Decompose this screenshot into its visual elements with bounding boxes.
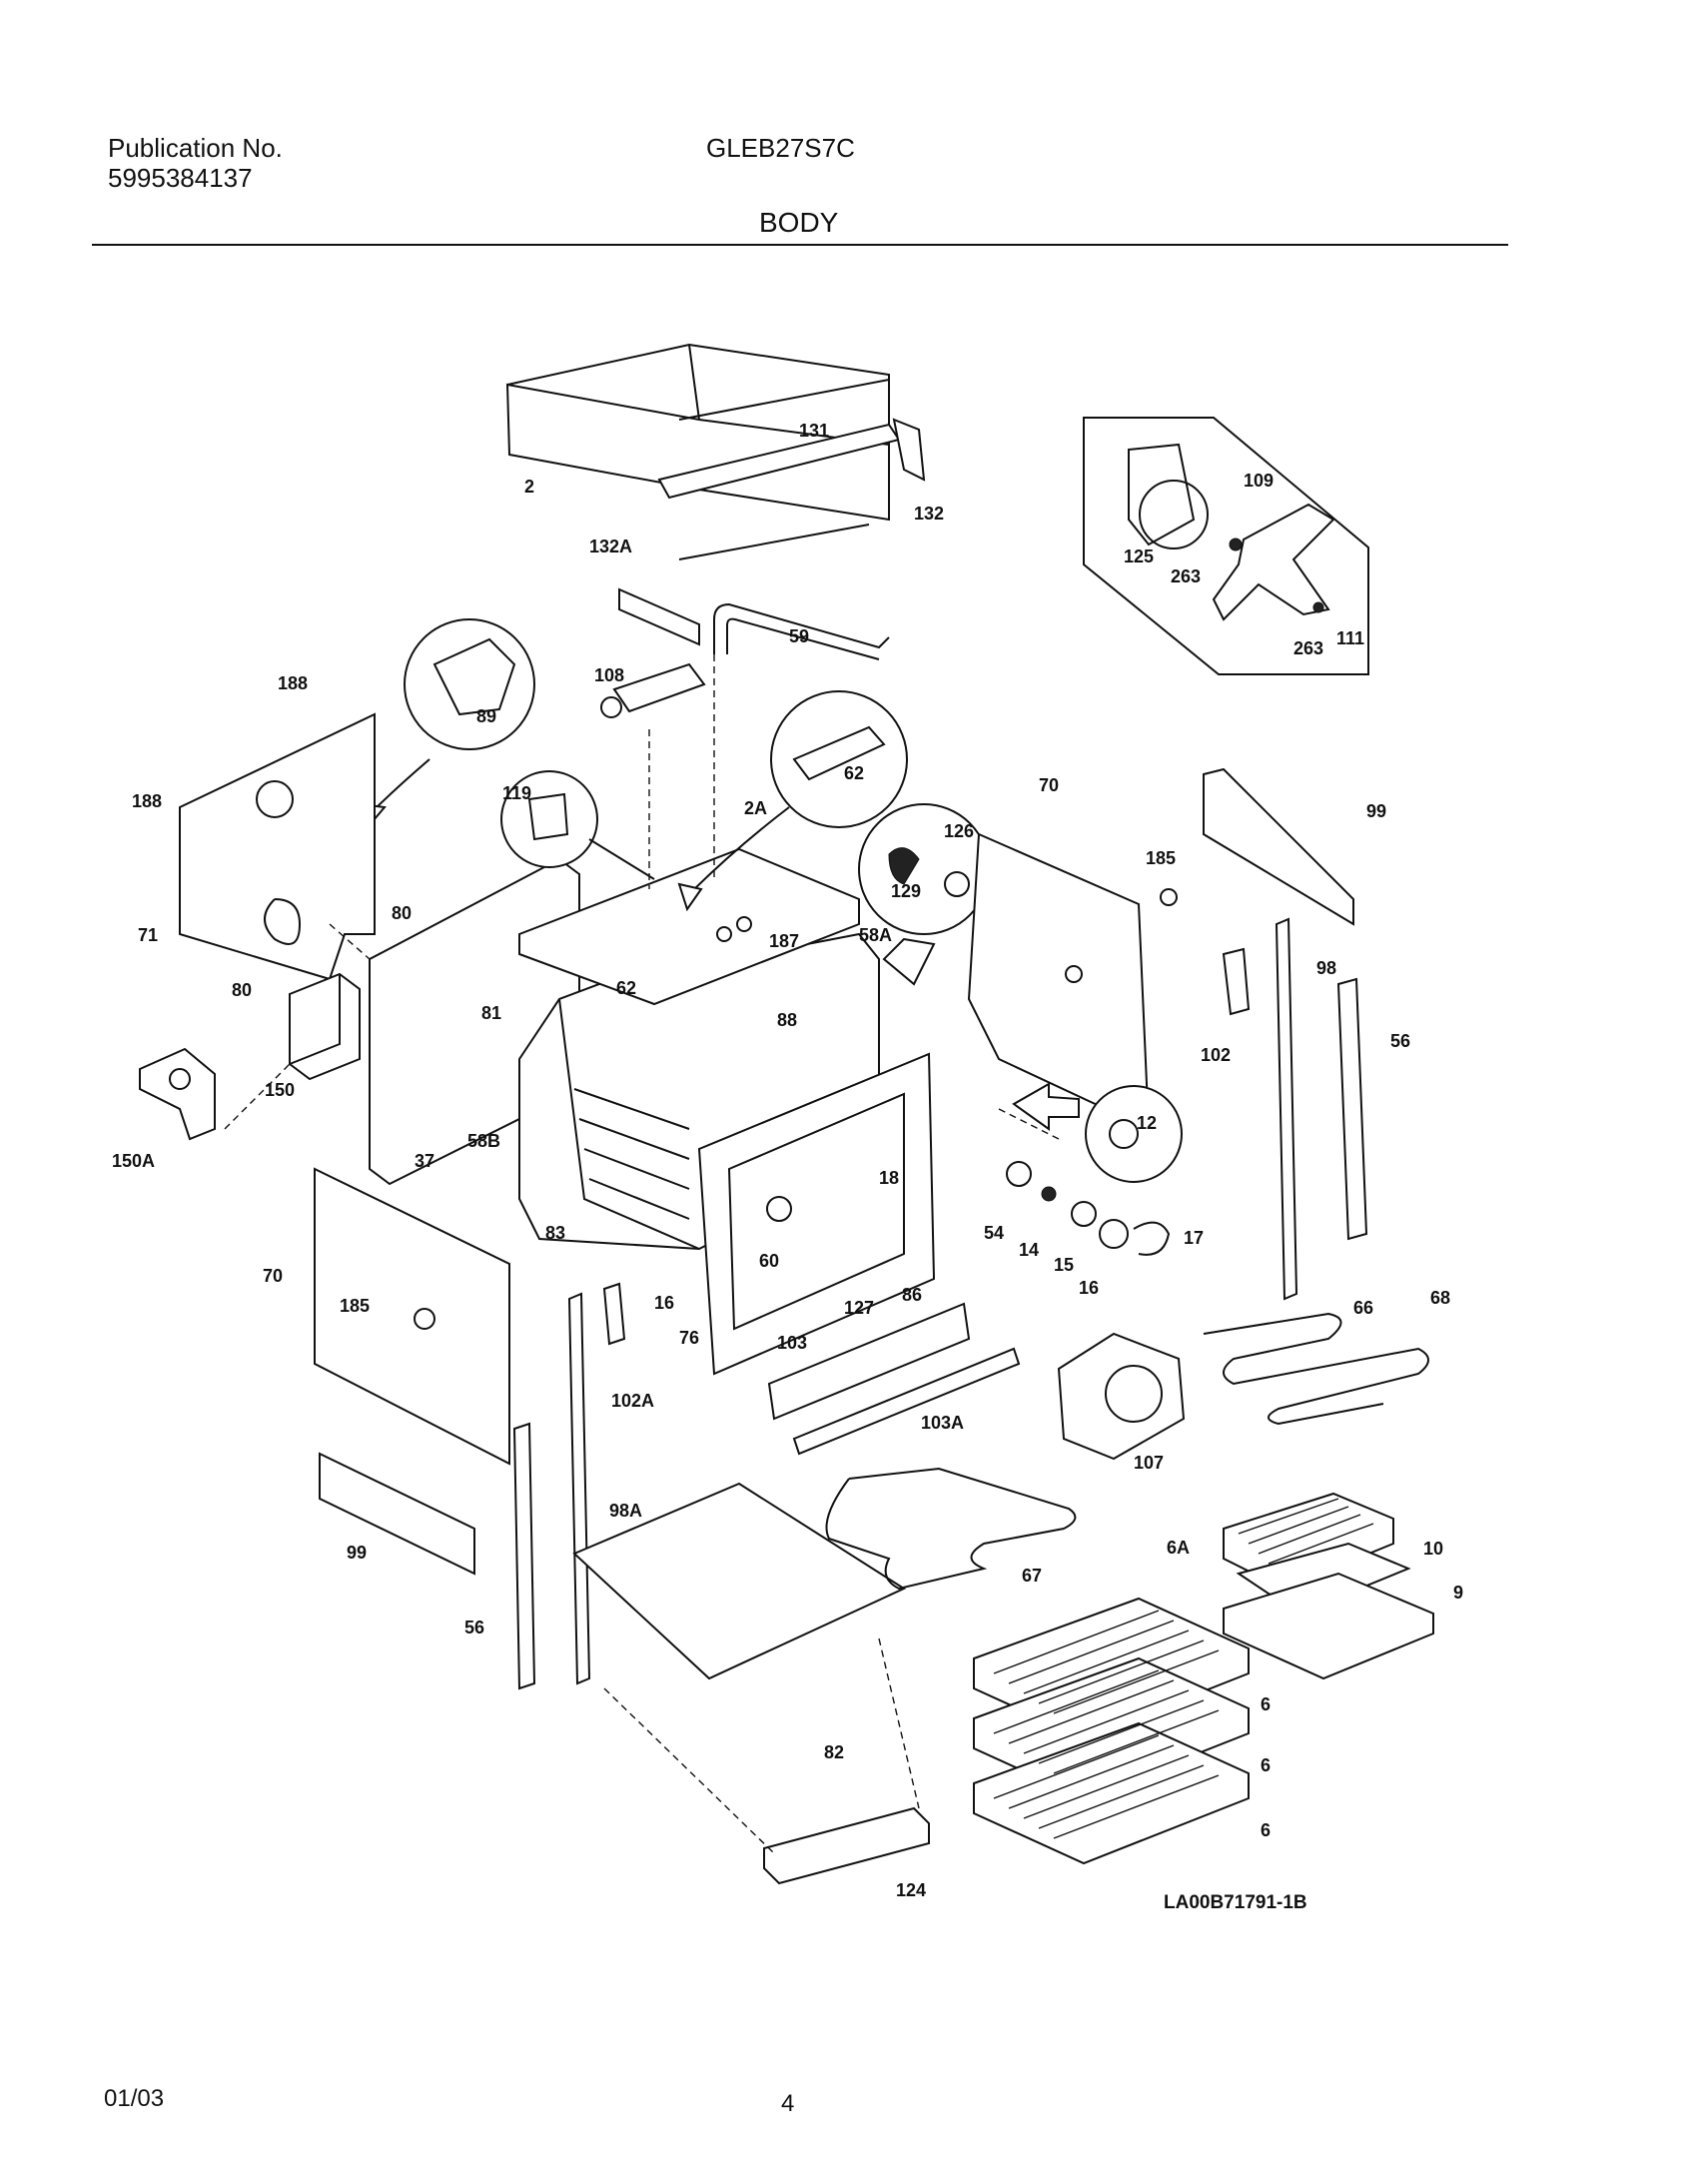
callout-80: 80 xyxy=(392,903,412,923)
callout-108: 108 xyxy=(594,665,624,685)
callout-56: 56 xyxy=(464,1618,484,1638)
callout-70: 70 xyxy=(1039,775,1059,795)
callout-263: 263 xyxy=(1171,566,1201,586)
callout-9: 9 xyxy=(1453,1583,1463,1603)
callout-6: 6 xyxy=(1261,1694,1271,1714)
page-number: 4 xyxy=(781,2090,795,2117)
publication-number: 5995384137 xyxy=(108,163,253,193)
callout-71: 71 xyxy=(138,925,158,945)
callout-98: 98 xyxy=(1316,958,1336,978)
callout-18: 18 xyxy=(879,1168,899,1188)
model-number: GLEB27S7C xyxy=(706,133,855,163)
callout-150: 150 xyxy=(265,1080,295,1100)
callout-37: 37 xyxy=(415,1151,434,1171)
callout-125: 125 xyxy=(1124,546,1154,566)
callout-12: 12 xyxy=(1137,1113,1157,1133)
header-rule xyxy=(92,244,1508,246)
callout-59: 59 xyxy=(789,626,809,646)
callout-107: 107 xyxy=(1134,1453,1164,1473)
document-code: LA00B71791-1B xyxy=(1164,1892,1307,1913)
callout-62: 62 xyxy=(844,763,864,783)
callout-76: 76 xyxy=(679,1328,699,1348)
callout-88: 88 xyxy=(777,1010,797,1030)
callout-58B: 58B xyxy=(467,1131,500,1151)
callout-83: 83 xyxy=(545,1223,565,1243)
callout-62: 62 xyxy=(616,978,636,998)
callout-89: 89 xyxy=(476,706,496,726)
callout-119: 119 xyxy=(502,783,531,803)
callout-10: 10 xyxy=(1423,1539,1443,1559)
footer-date: 01/03 xyxy=(104,2085,165,2112)
callout-6A: 6A xyxy=(1167,1538,1190,1558)
callout-263: 263 xyxy=(1293,638,1323,658)
callout-66: 66 xyxy=(1353,1298,1373,1318)
callout-14: 14 xyxy=(1019,1240,1039,1260)
callout-99: 99 xyxy=(347,1543,367,1563)
callout-86: 86 xyxy=(902,1285,922,1305)
callout-60: 60 xyxy=(759,1251,779,1271)
callout-150A: 150A xyxy=(112,1151,155,1171)
callout-16: 16 xyxy=(1079,1278,1099,1298)
callout-56: 56 xyxy=(1390,1031,1410,1051)
callout-15: 15 xyxy=(1054,1255,1074,1275)
callout-103A: 103A xyxy=(921,1413,964,1433)
callout-99: 99 xyxy=(1366,801,1386,821)
callout-2A: 2A xyxy=(744,798,767,818)
callout-70: 70 xyxy=(263,1266,283,1286)
diagram-artwork xyxy=(139,343,1434,1885)
callout-80: 80 xyxy=(232,980,252,1000)
callout-labels: 131 2 132 132A 109 125 263 263 111 59 18… xyxy=(112,421,1463,1900)
callout-126: 126 xyxy=(944,821,974,841)
callout-127: 127 xyxy=(844,1298,874,1318)
callout-16: 16 xyxy=(654,1293,674,1313)
callout-6: 6 xyxy=(1261,1755,1271,1775)
callout-132: 132 xyxy=(914,504,944,524)
callout-111: 111 xyxy=(1336,628,1364,648)
callout-109: 109 xyxy=(1244,471,1274,491)
callout-81: 81 xyxy=(481,1003,501,1023)
callout-54: 54 xyxy=(984,1223,1004,1243)
callout-185: 185 xyxy=(340,1296,370,1316)
callout-188: 188 xyxy=(132,791,162,811)
callout-68: 68 xyxy=(1430,1288,1450,1308)
callout-58A: 58A xyxy=(859,925,892,945)
callout-102: 102 xyxy=(1201,1045,1231,1065)
callout-98A: 98A xyxy=(609,1501,642,1521)
section-title: BODY xyxy=(759,207,839,238)
callout-82: 82 xyxy=(824,1742,844,1762)
callout-124: 124 xyxy=(896,1880,926,1900)
callout-2: 2 xyxy=(524,477,534,497)
publication-label: Publication No. xyxy=(108,133,283,163)
callout-132A: 132A xyxy=(589,537,632,556)
callout-131: 131 xyxy=(799,421,829,441)
callout-17: 17 xyxy=(1184,1228,1204,1248)
callout-188: 188 xyxy=(278,673,308,693)
callout-129: 129 xyxy=(891,881,921,901)
callout-67: 67 xyxy=(1022,1566,1042,1586)
callout-187: 187 xyxy=(769,931,799,951)
callout-103: 103 xyxy=(777,1333,807,1353)
callout-6: 6 xyxy=(1261,1820,1271,1840)
callout-185: 185 xyxy=(1146,848,1176,868)
callout-102A: 102A xyxy=(611,1391,654,1411)
